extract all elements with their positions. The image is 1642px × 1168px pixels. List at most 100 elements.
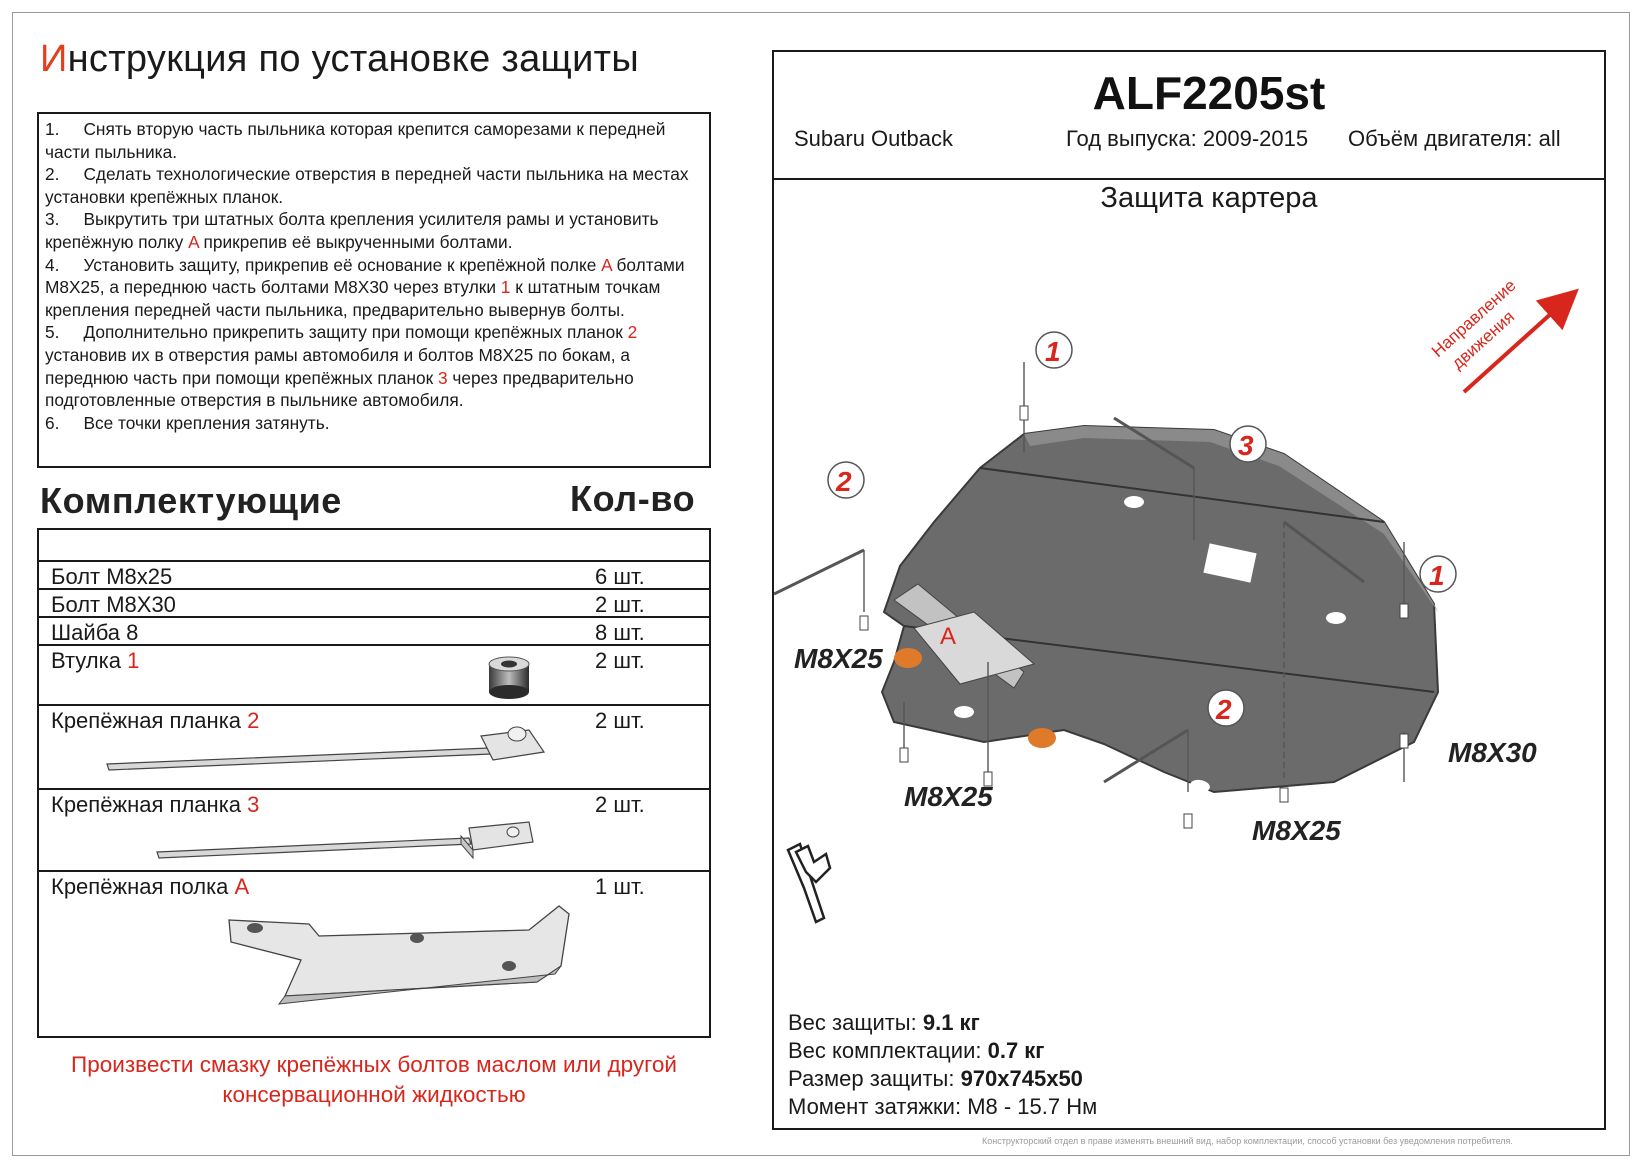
wrench-icon: [786, 842, 832, 924]
skid-plate-shape: A: [880, 424, 1440, 794]
callout-2-left: 2: [827, 461, 865, 499]
kit-item-name: Крепёжная планка 2: [51, 708, 260, 733]
svg-text:2: 2: [1215, 694, 1232, 725]
product-panel: ALF2205st Subaru Outback Год выпуска: 20…: [772, 50, 1606, 1130]
step-number: 6.: [45, 412, 60, 433]
step-text: A: [188, 231, 199, 252]
disclaimer: Конструкторский отдел в праве изменять в…: [982, 1136, 1513, 1146]
step-text: Все точки крепления затянуть.: [83, 412, 330, 433]
kit-heading: Комплектующие: [40, 480, 342, 521]
bolt-icon: [1183, 813, 1193, 829]
spec-kit-weight: Вес комплектации: 0.7 кг: [788, 1038, 1045, 1063]
kit-item-qty: 8 шт.: [595, 620, 645, 645]
diagram-subtitle: Защита картера: [1100, 182, 1318, 214]
step-text: через предварительно подготовленные отве…: [45, 367, 634, 411]
kit-item-qty: 1 шт.: [595, 874, 645, 899]
step-text: Снять вторую часть пыльника которая креп…: [45, 119, 666, 162]
product-code: ALF2205st: [1092, 67, 1326, 119]
callout-2-bottom: 2: [1207, 689, 1245, 727]
qty-heading: Кол-во: [570, 478, 696, 519]
kit-item-qty: 2 шт.: [595, 708, 645, 733]
bolt-label-left: M8X25: [794, 643, 883, 674]
bushing-illustration: [488, 656, 530, 699]
spec-torque: Момент затяжки: М8 - 15.7 Нм: [788, 1094, 1098, 1119]
bolt-icons: [859, 405, 1409, 829]
kit-row-bracket-a: Крепёжная полка A 1 шт.: [39, 870, 709, 1036]
lubrication-note: Произвести смазку крепёжных болтов масло…: [71, 1052, 677, 1107]
lubrication-mark-icon: [1028, 728, 1056, 748]
step-text: к штатным точкам крепления передней част…: [45, 277, 661, 320]
step-text: 2: [627, 322, 638, 343]
kit-row-plate-3: Крепёжная планка 3 2 шт.: [39, 788, 709, 870]
kit-header-row: [39, 530, 709, 560]
step-number: 1.: [45, 119, 60, 139]
kit-row-plate-2: Крепёжная планка 2 2 шт.: [39, 704, 709, 788]
kit-item-qty: 2 шт.: [595, 592, 645, 617]
kit-item-name: Крепёжная планка 3: [51, 792, 260, 817]
kit-row-bolt-m8x25: Болт М8х25 6 шт.: [39, 560, 709, 589]
kit-item-qty: 6 шт.: [595, 564, 645, 589]
step-text: Сделать технологические отверстия в пере…: [45, 164, 689, 207]
page-title: Инструкция по установке защиты: [40, 38, 639, 80]
step-text: прикрепив её выкрученными болтами.: [198, 231, 513, 252]
instruction-step: 4. Установить защиту, прикрепив её основ…: [45, 254, 701, 322]
callout-3: 3: [1229, 425, 1267, 463]
bolt-icon: [1399, 733, 1409, 749]
part-label-a: A: [940, 623, 956, 650]
kit-row-bolt-m8x30: Болт М8Х30 2 шт.: [39, 588, 709, 617]
instruction-step: 2. Сделать технологические отверстия в п…: [45, 163, 701, 208]
bolt-icon: [983, 771, 993, 787]
bolt-labels: M8X25 M8X25 M8X25 M8X30: [794, 643, 1537, 846]
kit-item-name: Втулка 1: [51, 648, 140, 673]
direction-indicator: Направление движения: [1428, 276, 1579, 394]
kit-item-qty: 2 шт.: [595, 648, 645, 673]
spec-weight: Вес защиты: 9.1 кг: [788, 1010, 980, 1035]
callout-1-right: 1: [1419, 555, 1457, 593]
step-text: Дополнительно прикрепить защиту при помо…: [83, 322, 628, 343]
step-text: установив их в отверстия рамы автомобиля…: [45, 344, 631, 388]
direction-arrow-icon: [1462, 288, 1579, 394]
plate-2-illustration: [106, 726, 546, 771]
instruction-steps: 1. Снять вторую часть пыльника которая к…: [37, 112, 711, 468]
svg-text:3: 3: [1238, 430, 1254, 461]
svg-text:1: 1: [1429, 560, 1445, 591]
kit-item-name: Болт М8х25: [51, 564, 173, 589]
bolt-label-bottom-right: M8X25: [1252, 815, 1341, 846]
instruction-step: 6. Все точки крепления затянуть.: [45, 412, 701, 435]
lubrication-mark-icon: [894, 648, 922, 668]
page-frame: [12, 12, 1630, 1156]
plate-3-illustration: [156, 821, 534, 860]
bolt-icon: [1399, 603, 1409, 619]
step-text: A: [601, 254, 612, 275]
step-text: Установить защиту, прикрепив её основани…: [83, 254, 602, 275]
bolt-label-right: M8X30: [1448, 737, 1537, 768]
step-number: 2.: [45, 164, 60, 185]
instruction-step: 3. Выкрутить три штатных болта крепления…: [45, 208, 701, 253]
spec-size: Размер защиты: 970х745х50: [788, 1066, 1083, 1091]
step-number: 4.: [45, 254, 60, 275]
callouts: 1 2 3 1 2: [827, 331, 1457, 727]
header-divider: [774, 178, 1604, 180]
instruction-step: 1. Снять вторую часть пыльника которая к…: [45, 118, 701, 163]
kit-row-bushing: Втулка 1 2 шт.: [39, 644, 709, 704]
kit-row-washer: Шайба 8 8 шт.: [39, 616, 709, 645]
step-number: 3.: [45, 209, 60, 230]
callout-1-top: 1: [1035, 331, 1073, 369]
bolt-icon: [1279, 787, 1289, 803]
instruction-step: 5. Дополнительно прикрепить защиту при п…: [45, 321, 701, 411]
bolt-icon: [1019, 405, 1029, 421]
installation-diagram: Направление движения A: [774, 276, 1579, 924]
fastener-lines: [774, 362, 1405, 792]
step-text: 1: [500, 277, 511, 298]
vehicle-model: Subaru Outback: [794, 126, 953, 151]
engine-volume: Объём двигателя: all: [1348, 126, 1561, 151]
kit-item-name: Крепёжная полка A: [51, 874, 250, 899]
kit-item-name: Болт М8Х30: [51, 592, 176, 617]
kit-table: Болт М8х25 6 шт. Болт М8Х30 2 шт. Шайба …: [37, 528, 711, 1038]
svg-text:1: 1: [1045, 336, 1061, 367]
svg-text:2: 2: [835, 466, 852, 497]
kit-item-qty: 2 шт.: [595, 792, 645, 817]
step-text: Выкрутить три штатных болта крепления ус…: [45, 209, 659, 252]
step-number: 5.: [45, 322, 60, 343]
step-text: болтами M8X25, а переднюю часть болтами …: [45, 254, 685, 298]
